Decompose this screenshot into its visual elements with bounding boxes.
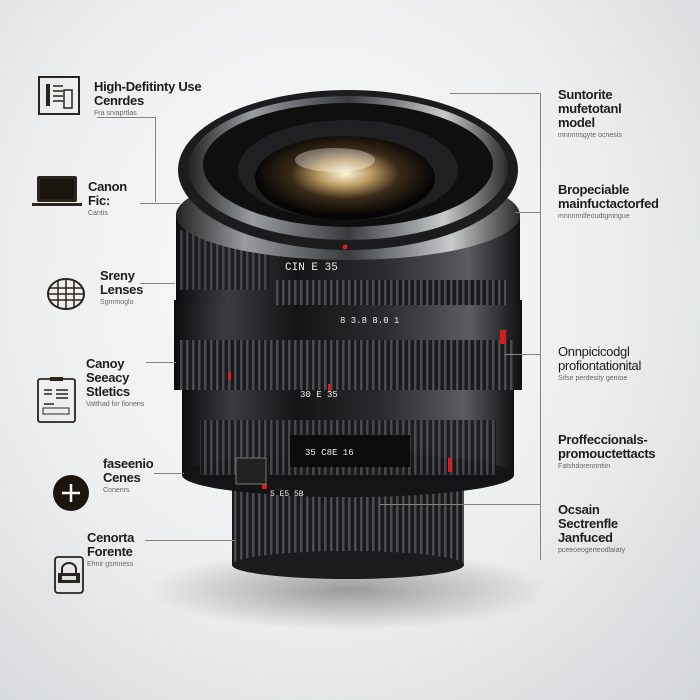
connector-line xyxy=(146,362,176,363)
label-title: Cenorta Forente xyxy=(87,530,135,559)
label-title: High-Defitinty Use Cenrdes xyxy=(94,79,202,108)
label-subtitle: Sgmmoglo xyxy=(100,299,134,306)
lens-model-engraving: CIN E 35 xyxy=(285,262,338,274)
connector-line xyxy=(540,93,541,560)
laptop-icon xyxy=(32,176,82,206)
label-title: Ocsain Sectrenfle Janfuced xyxy=(558,502,618,545)
label-subtitle: Fra srvaprtlas xyxy=(94,110,137,117)
label-subtitle: Sifse perdesity gentoe xyxy=(558,375,628,382)
label-title: Bropeciable mainfuctactorfed xyxy=(558,182,659,211)
label-subtitle: Ehnir gsmness xyxy=(87,561,134,568)
right-label-2: Bropeciable mainfuctactorfed mnnnnnlfeoud… xyxy=(558,182,668,221)
connector-line xyxy=(145,540,235,541)
connector-line xyxy=(450,93,540,94)
connector-line xyxy=(140,203,180,204)
left-label-2: Canon Fic: Cantis xyxy=(88,179,138,218)
label-title: Suntorite mufetotanl model xyxy=(558,87,622,130)
right-label-1: Suntorite mufetotanl model mnnnnsgyte ocn… xyxy=(558,87,658,140)
connector-line xyxy=(97,117,155,118)
connector-line xyxy=(380,504,540,505)
label-title: Canon Fic: xyxy=(88,179,127,208)
distance-scale-engraving: 35 C8E 16 xyxy=(305,448,354,458)
clipboard-icon xyxy=(37,377,76,423)
label-title: Proffeccionals-promouctettacts xyxy=(558,432,656,461)
label-title: Canoy Seeacy Stletics xyxy=(86,356,130,399)
label-title: faseenio Cenes xyxy=(103,456,154,485)
label-subtitle: Fatshdorennntiin xyxy=(558,463,611,470)
document-icon xyxy=(38,76,80,115)
label-subtitle: mnnnnsgyte ocnesis xyxy=(558,132,622,139)
label-subtitle: Vatthad for fionens xyxy=(86,401,145,408)
label-title: Onnpicicodgl profiontationital xyxy=(558,344,642,373)
right-label-5: Ocsain Sectrenfle Janfuced pceeoeogerteod… xyxy=(558,502,658,555)
aperture-scale-engraving: 30 E 35 xyxy=(300,390,338,400)
label-title: Sreny Lenses xyxy=(100,268,144,297)
connector-line xyxy=(155,117,156,202)
label-subtitle: pceeoeogerteodlaiaty xyxy=(558,547,625,554)
plus-icon xyxy=(53,475,89,511)
connector-line xyxy=(154,473,184,474)
connector-line xyxy=(140,283,175,284)
label-subtitle: Conenrs xyxy=(103,487,130,494)
globe-icon xyxy=(47,278,85,310)
connector-line xyxy=(505,354,540,355)
connector-line xyxy=(515,212,540,213)
label-subtitle: mnnnnnlfeoudtgmngue xyxy=(558,213,630,220)
focus-scale-engraving: 8 3.8 8.0 1 xyxy=(340,316,400,326)
label-subtitle: Cantis xyxy=(88,210,108,217)
mount-engraving: 5 E5 5B xyxy=(270,490,304,499)
lock-icon xyxy=(54,556,84,594)
